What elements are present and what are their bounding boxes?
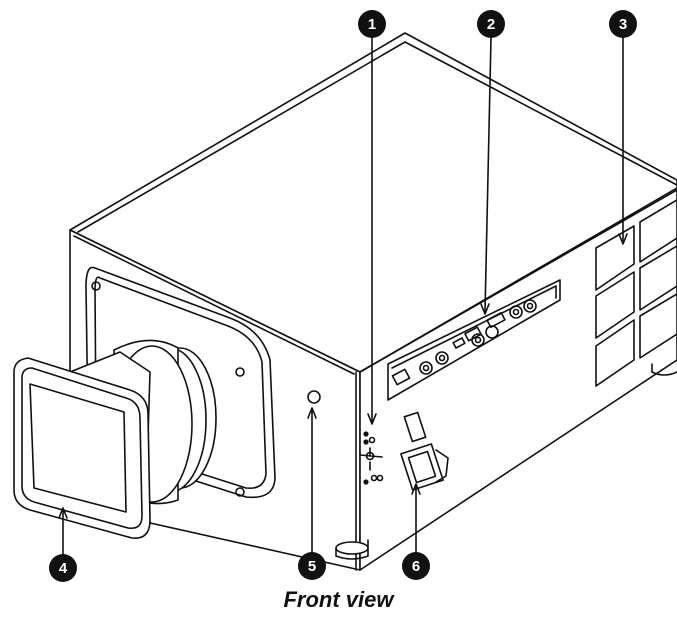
svg-text:6: 6 [412, 558, 420, 575]
callout-2: 2 [477, 10, 505, 38]
callout-3: 3 [609, 10, 637, 38]
svg-text:3: 3 [619, 16, 627, 33]
callout-5: 5 [298, 552, 326, 580]
diagram-caption: Front view [283, 587, 394, 612]
svg-text:1: 1 [368, 16, 376, 33]
lens [13, 266, 276, 539]
adjustable-foot [335, 363, 677, 560]
led-indicators [359, 431, 384, 485]
leader-lines [58, 37, 628, 555]
ir-sensor [307, 390, 321, 404]
callout-6: 6 [402, 552, 430, 580]
svg-text:4: 4 [59, 560, 68, 577]
io-panel [387, 279, 561, 401]
callout-1: 1 [358, 10, 386, 38]
power-inlet [400, 411, 449, 491]
callout-4: 4 [49, 554, 77, 582]
svg-text:5: 5 [308, 558, 316, 575]
svg-text:2: 2 [487, 16, 495, 33]
